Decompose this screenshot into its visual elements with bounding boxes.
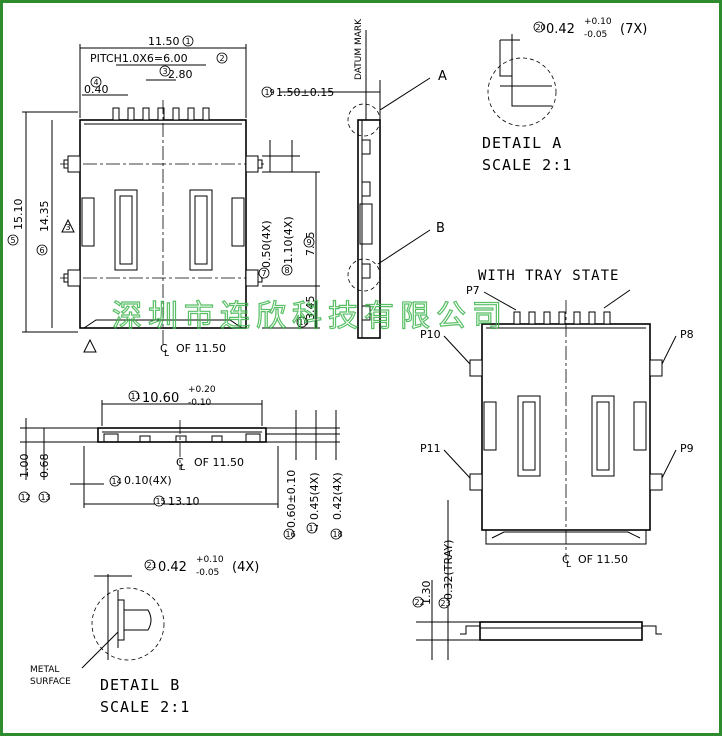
dim-bottom-gap: 3.45 xyxy=(304,296,317,321)
top-view: 3 11.50 1 PITCH1.0X6=6.00 2 2.80 3 0.40 … xyxy=(7,35,320,359)
front-dim-h1: 1.00 xyxy=(18,454,31,479)
front-dim-pad: 0.10(4X) xyxy=(124,474,172,487)
svg-text:(7X): (7X) xyxy=(620,22,647,37)
dim-offset-top: 1.50±0.15 xyxy=(276,86,334,99)
datum-b: B xyxy=(436,221,445,236)
svg-text:5: 5 xyxy=(11,236,16,245)
center-line-label: OF 11.50 xyxy=(176,342,226,355)
svg-text:8: 8 xyxy=(285,266,290,275)
svg-text:9: 9 xyxy=(307,238,312,247)
top-pins xyxy=(112,107,210,121)
svg-text:4: 4 xyxy=(94,78,99,87)
svg-text:18: 18 xyxy=(333,530,343,539)
svg-text:3: 3 xyxy=(163,67,168,76)
svg-text:1: 1 xyxy=(186,37,191,46)
tray-cl-symbol: C xyxy=(562,553,570,566)
svg-text:20: 20 xyxy=(536,23,546,32)
svg-text:L: L xyxy=(180,463,185,473)
side-view-narrow: DATUM MARK 19 1.50±0.15 A B xyxy=(261,18,447,339)
detail-b: 21 0.42 +0.10 -0.05 (4X) METAL SURFACE D… xyxy=(30,555,259,716)
detail-a-scale: SCALE 2:1 xyxy=(482,156,572,174)
detail-b-tol: 0.42 xyxy=(158,560,187,575)
svg-text:+0.20: +0.20 xyxy=(188,385,216,395)
center-line-symbol: C xyxy=(160,342,168,355)
front-dim-t2: 0.45(4X) xyxy=(308,472,321,520)
detail-b-title: DETAIL B xyxy=(100,676,180,694)
svg-text:6: 6 xyxy=(40,246,45,255)
svg-text:13: 13 xyxy=(41,493,51,502)
flag-mark: 3 xyxy=(66,223,71,232)
svg-text:-0.05: -0.05 xyxy=(196,568,219,578)
label-p9: P9 xyxy=(680,442,694,455)
dim-height-overall: 15.10 xyxy=(12,199,25,231)
svg-text:11: 11 xyxy=(131,392,141,401)
svg-text:+0.10: +0.10 xyxy=(196,555,224,565)
svg-text:22: 22 xyxy=(415,598,425,607)
svg-text:2: 2 xyxy=(220,54,225,63)
svg-text:21: 21 xyxy=(147,561,157,570)
svg-text:17: 17 xyxy=(309,524,319,533)
svg-text:L: L xyxy=(566,560,571,570)
tray-dim-thickness: 0.32(TRAY) xyxy=(442,540,455,600)
front-dim-t3: 0.42(4X) xyxy=(331,472,344,520)
front-dim-total: 13.10 xyxy=(168,495,200,508)
tray-cl-label: OF 11.50 xyxy=(578,553,628,566)
detail-a-title: DETAIL A xyxy=(482,134,562,152)
metal-surface-2: SURFACE xyxy=(30,677,71,687)
front-cl-label: OF 11.50 xyxy=(194,456,244,469)
label-p7: P7 xyxy=(466,284,480,297)
tray-pins xyxy=(513,311,611,325)
datum-mark: DATUM MARK xyxy=(354,18,364,80)
label-p8: P8 xyxy=(680,328,694,341)
datum-a: A xyxy=(438,69,447,84)
svg-text:16: 16 xyxy=(286,530,296,539)
detail-a: 20 0.42 +0.10 -0.05 (7X) DETAIL A SCALE … xyxy=(482,17,647,174)
svg-text:14: 14 xyxy=(112,477,122,486)
tray-view: WITH TRAY STATE C L OF 11.50 P7 xyxy=(412,268,694,660)
tray-dim-height: 1.30 xyxy=(420,581,433,606)
dim-pad-width: 0.50(4X) xyxy=(260,220,273,268)
detail-a-tol: 0.42 xyxy=(546,22,575,37)
dim-pin-span: 2.80 xyxy=(168,68,193,81)
svg-text:-0.05: -0.05 xyxy=(584,30,607,40)
dim-width-overall: 11.50 xyxy=(148,35,180,48)
front-dim-t1: 0.60±0.10 xyxy=(285,470,298,528)
front-dim-width: 10.60 xyxy=(142,391,179,406)
front-cl-symbol: C xyxy=(176,456,184,469)
metal-surface-1: METAL xyxy=(30,665,59,675)
svg-text:7: 7 xyxy=(262,269,267,278)
svg-text:-0.10: -0.10 xyxy=(188,398,212,408)
svg-text:23: 23 xyxy=(441,599,451,608)
svg-text:(4X): (4X) xyxy=(232,560,259,575)
company-watermark: 深圳市连欣科技有限公司 xyxy=(112,299,508,334)
front-dim-h2: 0.68 xyxy=(38,454,51,479)
tray-title: WITH TRAY STATE xyxy=(478,268,619,284)
svg-text:L: L xyxy=(164,349,169,359)
svg-text:15: 15 xyxy=(156,497,166,506)
dim-pad-spacing: 1.10(4X) xyxy=(282,216,295,264)
svg-text:+0.10: +0.10 xyxy=(584,17,612,27)
dim-pin-width: 0.40 xyxy=(84,83,109,96)
dim-pitch: PITCH1.0X6=6.00 xyxy=(90,52,188,65)
label-p10: P10 xyxy=(420,328,441,341)
detail-b-scale: SCALE 2:1 xyxy=(100,698,190,716)
svg-text:12: 12 xyxy=(21,493,31,502)
label-p11: P11 xyxy=(420,442,441,455)
svg-text:10: 10 xyxy=(299,318,309,327)
svg-text:19: 19 xyxy=(265,88,275,97)
front-view: 11 10.60 +0.20 -0.10 1.00 12 0.68 13 C L… xyxy=(18,385,344,540)
dim-height-body: 14.35 xyxy=(38,201,51,233)
